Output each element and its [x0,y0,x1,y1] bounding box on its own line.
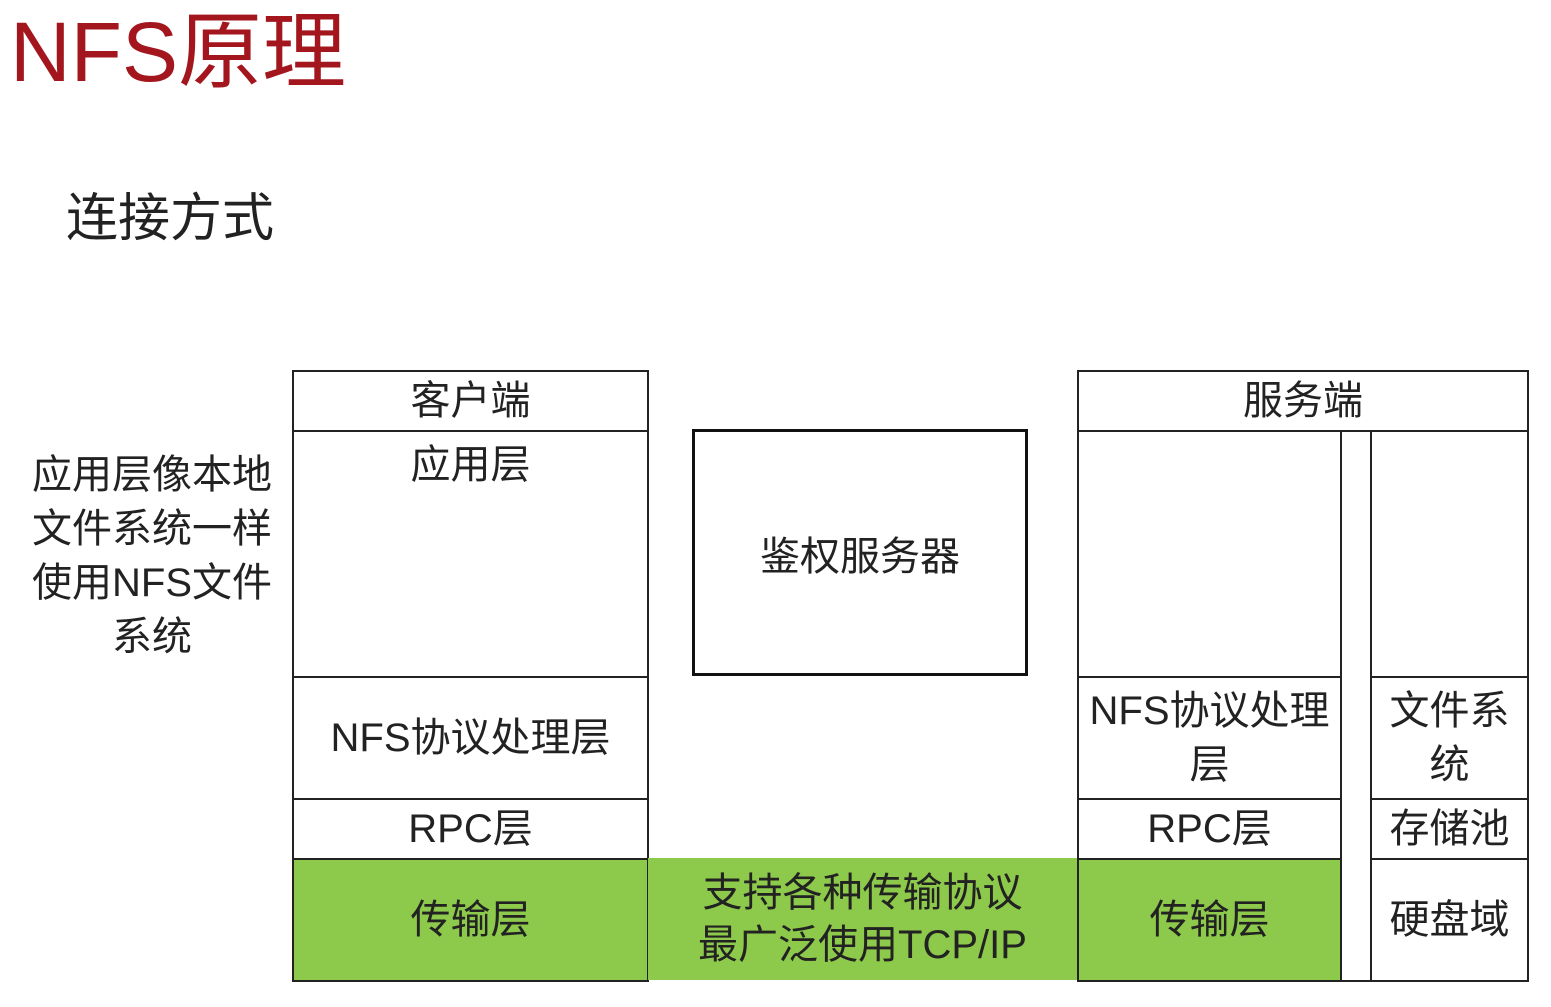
note-line: 应用层像本地 [32,453,272,497]
note-line: 使用NFS文件 [32,561,272,605]
auth-server-box: 鉴权服务器 [692,429,1028,676]
client-header: 客户端 [292,370,649,432]
client-nfs-layer: NFS协议处理层 [292,676,649,800]
transport-note-line: 支持各种传输协议 [702,871,1023,915]
server-file-system: 文件系统 [1370,676,1529,800]
server-storage-pool: 存储池 [1370,798,1529,860]
client-rpc-layer: RPC层 [292,798,649,860]
server-disk-domain: 硬盘域 [1370,858,1529,982]
server-header: 服务端 [1077,370,1529,432]
server-rpc-layer: RPC层 [1077,798,1342,860]
server-transport-layer: 传输层 [1077,858,1342,982]
slide-title: NFS原理 [10,5,347,99]
transport-note-line: 最广泛使用TCP/IP [698,923,1027,967]
note-line: 系统 [112,615,192,659]
note-line: 文件系统一样 [32,507,272,551]
client-app-layer: 应用层 [292,430,649,678]
server-gap-column [1340,430,1372,982]
server-storage-top [1370,430,1529,678]
server-app-area [1077,430,1342,678]
transport-note: 支持各种传输协议 最广泛使用TCP/IP [648,858,1077,980]
app-layer-note: 应用层像本地 文件系统一样 使用NFS文件 系统 [12,448,292,664]
slide-subtitle: 连接方式 [66,190,275,248]
client-transport-layer: 传输层 [292,858,649,982]
server-nfs-layer: NFS协议处理层 [1077,676,1342,800]
